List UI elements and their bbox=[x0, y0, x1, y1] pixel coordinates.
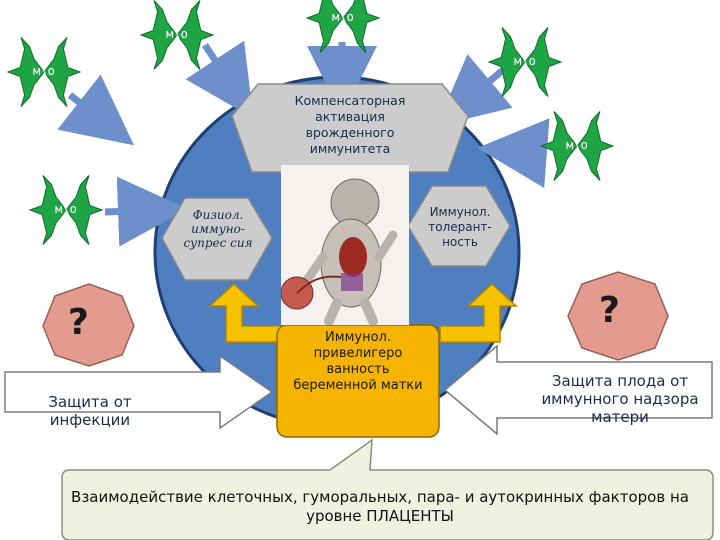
burst-label-2: м\о bbox=[332, 10, 354, 24]
left-hexagon-text: Физиол. иммуно-супрес сия bbox=[183, 208, 253, 250]
left-side-arrow bbox=[4, 354, 274, 430]
burst-label-5: м\о bbox=[566, 138, 588, 152]
arrow-burst-4 bbox=[436, 54, 513, 127]
left-question-mark: ? bbox=[68, 302, 89, 343]
center-box bbox=[276, 324, 440, 438]
burst-label-4: м\о bbox=[514, 54, 536, 68]
arrow-burst-5 bbox=[477, 118, 550, 189]
burst-label-3: м\о bbox=[33, 64, 55, 78]
starburst-3 bbox=[6, 37, 82, 107]
burst-label-1: м\о bbox=[166, 27, 188, 41]
top-hexagon bbox=[231, 83, 469, 173]
left-box-text: Защита от инфекции bbox=[48, 393, 132, 429]
right-hexagon-text: Иммунол. толерант-ность bbox=[428, 205, 492, 249]
arrow-burst-6 bbox=[104, 176, 188, 247]
yellow-arrow-right bbox=[439, 282, 518, 343]
left-hexagon bbox=[161, 197, 273, 281]
starburst-6 bbox=[28, 175, 104, 245]
bottom-callout-text: Взаимодействие клеточных, гуморальных, п… bbox=[71, 488, 689, 525]
right-hexagon bbox=[407, 185, 511, 267]
arrow-burst-1 bbox=[185, 40, 254, 119]
top-hexagon-text: Компенсаторная активация врожденного имм… bbox=[294, 93, 406, 156]
burst-arrows bbox=[57, 40, 550, 247]
right-question-octagon bbox=[567, 271, 669, 361]
arrow-burst-3 bbox=[57, 74, 135, 146]
bottom-callout bbox=[61, 438, 714, 540]
burst-label-6: м\о bbox=[55, 202, 77, 216]
starbursts bbox=[6, 0, 615, 245]
starburst-5 bbox=[539, 111, 615, 181]
yellow-arrow-left bbox=[208, 282, 287, 343]
center-box-text: Иммунол. привелигеро ванность беременной… bbox=[293, 330, 423, 393]
yellow-arrows bbox=[208, 282, 518, 343]
fetus-drawing bbox=[280, 178, 398, 326]
fetus-illustration bbox=[280, 165, 409, 326]
starburst-1 bbox=[139, 0, 215, 70]
starburst-2 bbox=[305, 0, 381, 53]
starburst-4 bbox=[487, 27, 563, 97]
right-side-arrow bbox=[443, 344, 713, 436]
right-box-text: Защита плода от иммунного надзора матери bbox=[541, 372, 699, 426]
left-question-octagon bbox=[42, 283, 135, 367]
right-question-mark: ? bbox=[599, 290, 620, 331]
